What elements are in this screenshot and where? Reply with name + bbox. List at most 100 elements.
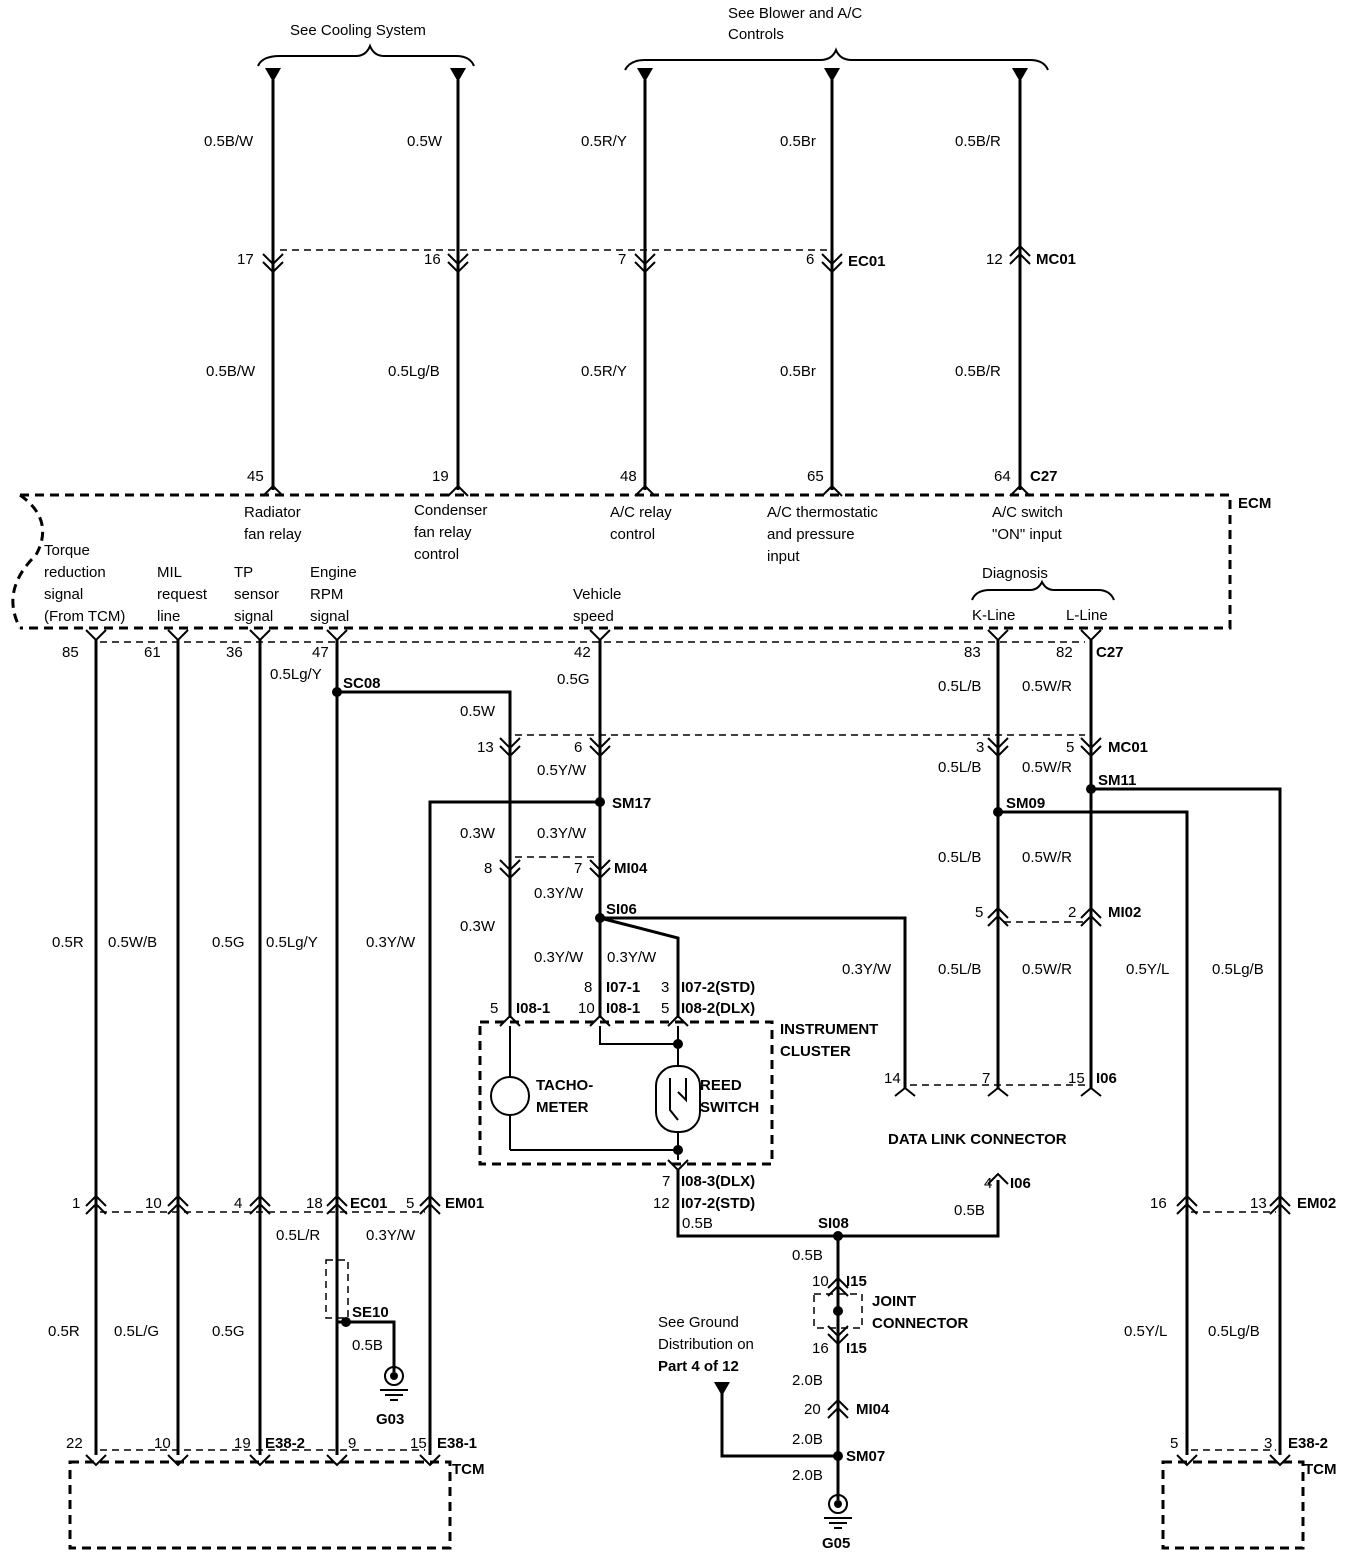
pin-number: 12 [986, 251, 1003, 268]
ecm-label-text: (From TCM) [44, 608, 125, 625]
tcm-label-left: TCM [452, 1461, 485, 1478]
wire-label: 2.0B [792, 1372, 823, 1389]
connector-si08: SI08 [818, 1215, 849, 1232]
connector-e38-2-right: E38-2 [1288, 1435, 1328, 1452]
wire-label: 0.5W/R [1022, 961, 1072, 978]
wire-label: 0.5G [212, 1323, 245, 1340]
wire-label: 0.5B [954, 1202, 985, 1219]
connector-ec01: EC01 [848, 253, 886, 270]
connector-sm09: SM09 [1006, 795, 1045, 812]
dlc-title: DATA LINK CONNECTOR [888, 1131, 1067, 1148]
pin-number: 12 [653, 1195, 670, 1212]
tcm-label-right: TCM [1304, 1461, 1337, 1478]
pin-number: 10 [154, 1435, 171, 1452]
pin-number: 10 [145, 1195, 162, 1212]
pin-number: 4 [234, 1195, 242, 1212]
ecm-label-text: RPM [310, 586, 343, 603]
wire-label: 0.3W [460, 918, 496, 935]
mc01-chevrons [499, 737, 1102, 758]
pin-number: 8 [484, 860, 492, 877]
pin-number: 6 [806, 251, 814, 268]
connector-i08-3-dlx: I08-3(DLX) [681, 1173, 755, 1190]
middle-wires [94, 640, 1282, 1455]
pin-number: 45 [247, 468, 264, 485]
ecm-bottom-terminals [85, 629, 1102, 642]
ecm-label-text: signal [234, 608, 273, 625]
connector-se10: SE10 [352, 1304, 389, 1321]
mi04-bottom-chevrons [827, 1398, 849, 1419]
connector-sm11: SM11 [1098, 772, 1136, 789]
wire-label: 0.5Y/L [1126, 961, 1169, 978]
wire-label: 0.5R [48, 1323, 80, 1340]
ground-note-1: See Ground [658, 1314, 739, 1331]
wire-label: 0.5B/W [206, 363, 256, 380]
connector-c27-bottom: C27 [1096, 644, 1124, 661]
pin-number: 5 [490, 1000, 498, 1017]
junction-dots [332, 687, 1096, 923]
pin-number: 48 [620, 468, 637, 485]
wire-label: 0.5Y/L [1124, 1323, 1167, 1340]
connector-sm07: SM07 [846, 1448, 885, 1465]
wire-label: 0.5W [407, 133, 443, 150]
ecm-label-text: request [157, 586, 208, 603]
wire-label: 0.5L/B [938, 759, 981, 776]
pin-number: 2 [1068, 904, 1076, 921]
pin-number: 4 [984, 1175, 992, 1192]
ground-g03-label: G03 [376, 1411, 404, 1428]
top-arrows [265, 68, 1028, 82]
wire-label: 0.3Y/W [607, 949, 657, 966]
joint-label-1: JOINT [872, 1293, 916, 1310]
pin-number: 3 [661, 979, 669, 996]
pin-number: 6 [574, 739, 582, 756]
pin-number: 15 [1068, 1070, 1085, 1087]
connector-si06: SI06 [606, 901, 637, 918]
ecm-label-text: fan relay [244, 526, 302, 543]
ecm-label-text: Radiator [244, 504, 301, 521]
ecm-label-text: L-Line [1066, 607, 1108, 624]
wire-label: 0.5B/R [955, 133, 1001, 150]
pin-number: 5 [1066, 739, 1074, 756]
ecm-box: ECM [11, 493, 1271, 630]
ground-note-3: Part 4 of 12 [658, 1358, 739, 1375]
ecm-label-text: TP [234, 564, 253, 581]
pin-number: 22 [66, 1435, 83, 1452]
pin-number: 61 [144, 644, 161, 661]
mi04-chevrons [499, 859, 611, 880]
pin-number: 15 [410, 1435, 427, 1452]
connector-ec01-bottom: EC01 [350, 1195, 388, 1212]
pin-number: 20 [804, 1401, 821, 1418]
ecm-label-text: Vehicle [573, 586, 621, 603]
wire-label: 0.5G [212, 934, 245, 951]
wire-label: 0.5R/Y [581, 363, 627, 380]
tcm-box-right: TCM [1161, 1460, 1337, 1550]
pin-number: 5 [1170, 1435, 1178, 1452]
header-blower-text-1: See Blower and A/C [728, 5, 862, 22]
wire-label: 2.0B [792, 1467, 823, 1484]
pin-number: 82 [1056, 644, 1073, 661]
mi02-chevrons [987, 906, 1102, 927]
pin-number: 18 [306, 1195, 323, 1212]
ecm-label-text: sensor [234, 586, 279, 603]
ecm-label-text: A/C switch [992, 504, 1063, 521]
reed-label-1: REED [700, 1077, 742, 1094]
pin-number: 14 [884, 1070, 901, 1087]
connector-i08-1b: I08-1 [606, 1000, 640, 1017]
wire-label: 0.5L/G [114, 1323, 159, 1340]
connector-em02: EM02 [1297, 1195, 1336, 1212]
pin-number: 5 [406, 1195, 414, 1212]
pin-number: 10 [578, 1000, 595, 1017]
wire-label: 0.5W [460, 703, 496, 720]
tacho-label-2: METER [536, 1099, 589, 1116]
pin-number: 19 [234, 1435, 251, 1452]
connector-i08-1a: I08-1 [516, 1000, 550, 1017]
pin-number: 42 [574, 644, 591, 661]
connector-i07-1: I07-1 [606, 979, 640, 996]
connector-c27-top: C27 [1030, 468, 1058, 485]
ecm-label-text: fan relay [414, 524, 472, 541]
joint-connector [813, 1276, 863, 1346]
pin-number: 16 [1150, 1195, 1167, 1212]
wire-label: 0.3W [460, 825, 496, 842]
connector-mi02: MI02 [1108, 904, 1141, 921]
pin-number: 83 [964, 644, 981, 661]
